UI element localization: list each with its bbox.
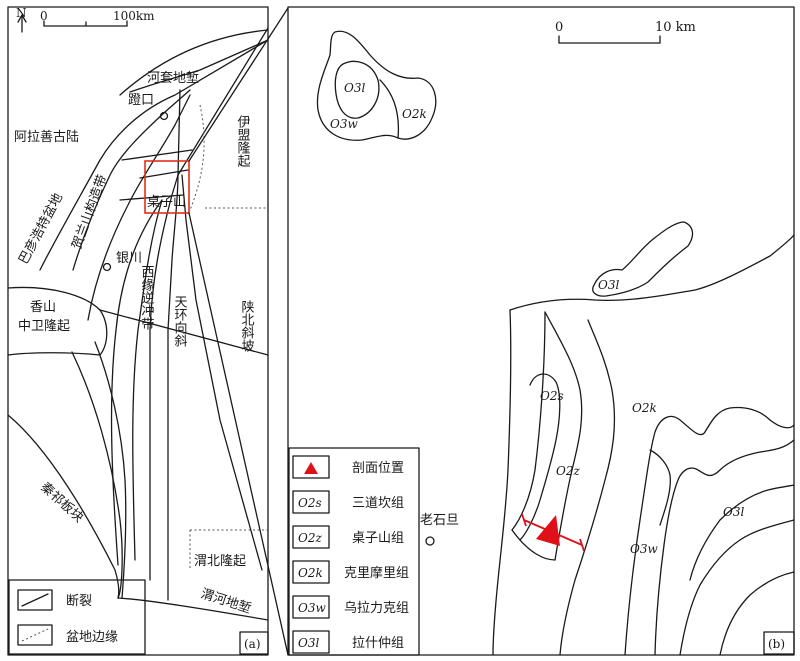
basin-edge-symbol-icon	[21, 628, 49, 642]
panel-a: N 0 100km	[7, 6, 269, 656]
dengkou-city-icon	[159, 111, 169, 121]
label-yimeng: 伊盟隆起	[235, 115, 251, 168]
unit-o2k-north: O2k	[402, 107, 427, 121]
legend-b-symbol-3: O2k	[298, 566, 323, 580]
legend-b-label-5: 拉什仲组	[352, 636, 404, 651]
legend-a-edge-swatch	[17, 624, 53, 646]
label-weibei: 渭北隆起	[194, 554, 246, 569]
legend-a-fault-label: 断裂	[66, 594, 92, 609]
label-yinchuan: 银川	[116, 251, 142, 266]
north-arrow-icon	[17, 14, 27, 33]
outcrop-o3l-lens	[592, 221, 694, 297]
formation-contacts	[492, 234, 795, 656]
label-helanshan: 贺兰山构造带	[70, 173, 111, 251]
unit-o3w-south: O3w	[630, 542, 658, 556]
scale-a-zero: 0	[40, 9, 48, 23]
legend-b-symbol-4: O3w	[298, 601, 326, 615]
panel-b-label: (b)	[768, 637, 785, 651]
panel-b-frame	[287, 6, 795, 656]
legend-b-swatch-5	[292, 630, 330, 654]
legend-b-symbol-2: O2z	[298, 531, 322, 545]
panel-a-label-box	[239, 631, 269, 655]
panel-a-frame	[7, 6, 269, 656]
scale-bar-b	[558, 35, 661, 44]
section-position-marker	[521, 513, 585, 552]
unit-o3w-north: O3w	[330, 117, 358, 131]
unit-o3l-north: O3l	[344, 81, 365, 95]
legend-b-symbol-5: O3l	[298, 636, 319, 650]
label-alashan: 阿拉善古陆	[14, 129, 79, 145]
legend-a-edge-label: 盆地边缘	[66, 630, 118, 645]
legend-b-label-3: 克里摩里组	[344, 565, 409, 581]
fault-lines	[7, 27, 269, 621]
legend-b-label-4: 乌拉力克组	[344, 600, 409, 616]
panel-b: 0 10 km	[287, 6, 795, 656]
unit-o3l-east: O3l	[723, 505, 744, 519]
laoshidan-place-icon	[425, 536, 435, 546]
legend-b-swatch-0	[292, 455, 330, 479]
scale-bar-a	[43, 20, 128, 27]
zhuozishan-highlight-box	[144, 160, 190, 214]
yinchuan-city-icon	[102, 262, 112, 272]
legend-b-label-1: 三道坎组	[352, 496, 404, 511]
legend-b-swatch-1	[292, 490, 330, 514]
legend-a-fault-swatch	[17, 589, 53, 611]
outcrop-north	[316, 30, 437, 141]
legend-b-swatch-3	[292, 560, 330, 584]
legend-b-label-0: 剖面位置	[352, 461, 404, 476]
unit-o2s: O2s	[540, 389, 564, 403]
basin-edge-lines	[189, 104, 268, 570]
label-laoshidan: 老石旦	[420, 513, 459, 528]
legend-a-box	[8, 579, 146, 655]
inset-connector-lines	[188, 7, 289, 656]
label-shanbei: 陕北斜坡	[239, 300, 255, 352]
legend-b-label-2: 桌子山组	[352, 531, 404, 546]
unit-o2z: O2z	[556, 464, 580, 478]
label-hetao: 河套地堑	[147, 70, 199, 86]
label-xiyuan: 西缘逆冲带	[139, 265, 155, 330]
label-bayanhaote: 巴彦浩特盆地	[15, 190, 66, 266]
north-label: N	[16, 6, 27, 20]
panel-b-label-box	[763, 631, 795, 655]
section-triangle-icon	[536, 515, 560, 546]
unit-o2k-main: O2k	[632, 401, 657, 415]
scale-b-zero: 0	[555, 20, 563, 35]
panel-a-label: (a)	[244, 637, 261, 651]
scale-b-max: 10 km	[655, 20, 696, 35]
legend-b-symbol-1: O2s	[298, 496, 322, 510]
legend-b-swatch-2	[292, 525, 330, 549]
label-xiangshan-1: 香山	[30, 300, 56, 315]
legend-b-swatch-4	[292, 595, 330, 619]
legend-triangle-icon	[304, 462, 318, 474]
label-zhuozishan: 桌子山	[147, 195, 186, 210]
scale-a-max: 100km	[113, 9, 155, 23]
label-tianhuan: 天环向斜	[172, 295, 188, 347]
label-dengkou: 蹬口	[128, 93, 154, 108]
legend-b-box	[288, 447, 420, 656]
label-xiangshan-2: 中卫隆起	[18, 319, 70, 334]
legend-b-items: 剖面位置 O2s 三道坎组 O2z 桌子山组 O2k 克里摩里组 O3w 乌拉力…	[292, 455, 409, 654]
fault-symbol-icon	[21, 593, 49, 607]
unit-o3l-lens: O3l	[598, 278, 619, 292]
